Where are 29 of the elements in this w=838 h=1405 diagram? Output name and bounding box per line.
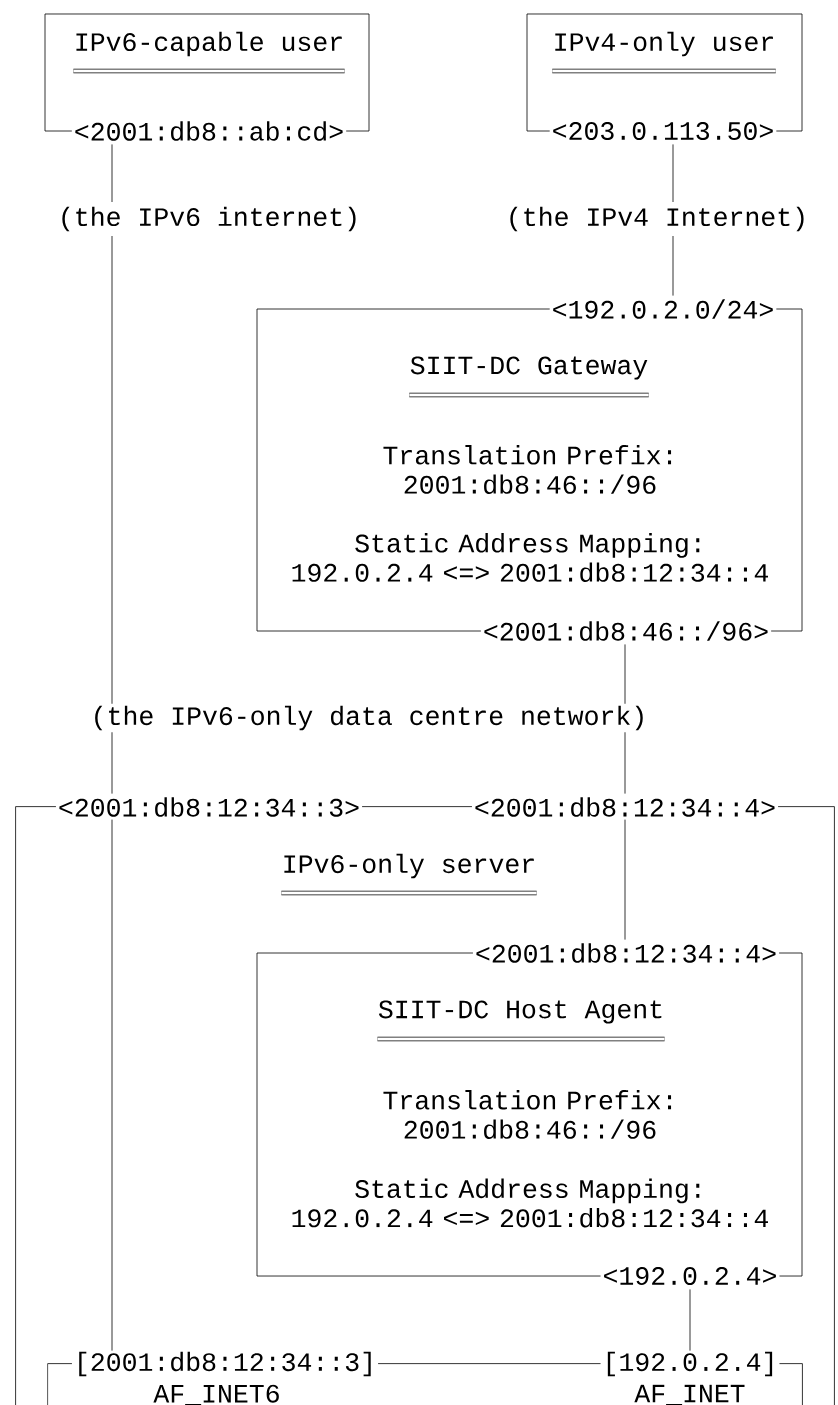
edge-label: (the IPv6 internet) <box>55 204 363 234</box>
box-text: AF_INET <box>634 1384 745 1405</box>
address-label: [2001:db8:12:34::3] <box>71 1350 379 1378</box>
box-title: IPv6-capable user <box>73 31 345 74</box>
box-text: Translation Prefix: 2001:db8:46::/96 <box>383 445 672 494</box>
edge-label: (the IPv4 Internet) <box>503 204 811 234</box>
address-label: <2001:db8:12:34::3> <box>55 796 363 818</box>
address-label: <2001:db8::ab:cd> <box>71 120 347 142</box>
box-title: IPv6-only server <box>281 853 537 896</box>
box-text: Static Address Mapping: 192.0.2.4 <=> 2001:db8:12:34::4 <box>292 533 768 582</box>
address-label: <2001:db8:12:34::4> <box>472 942 780 964</box>
box-title: SIIT-DC Gateway <box>409 356 649 398</box>
box-text: Translation Prefix: 2001:db8:46::/96 <box>383 1090 672 1139</box>
address-label: <192.0.2.0/24> <box>549 298 777 320</box>
address-label: [192.0.2.4] <box>600 1350 780 1378</box>
address-label: <2001:db8:12:34::4> <box>471 796 779 818</box>
box-text: Static Address Mapping: 192.0.2.4 <=> 2001:db8:12:34::4 <box>292 1178 768 1228</box>
connector-line <box>111 819 113 1351</box>
connector-line <box>111 144 113 794</box>
connector-line <box>672 144 674 296</box>
connector-line <box>689 1289 691 1351</box>
network-label: (the IPv6-only data centre network) <box>88 703 650 733</box>
box-title: SIIT-DC Host Agent <box>377 1000 665 1042</box>
box-text: AF_INET6 <box>153 1384 279 1405</box>
box-title: IPv4-only user <box>552 31 776 74</box>
connector-line <box>624 819 626 940</box>
address-label: <2001:db8:46::/96> <box>480 620 772 642</box>
address-label: <192.0.2.4> <box>600 1266 780 1286</box>
address-label: <203.0.113.50> <box>549 121 777 141</box>
